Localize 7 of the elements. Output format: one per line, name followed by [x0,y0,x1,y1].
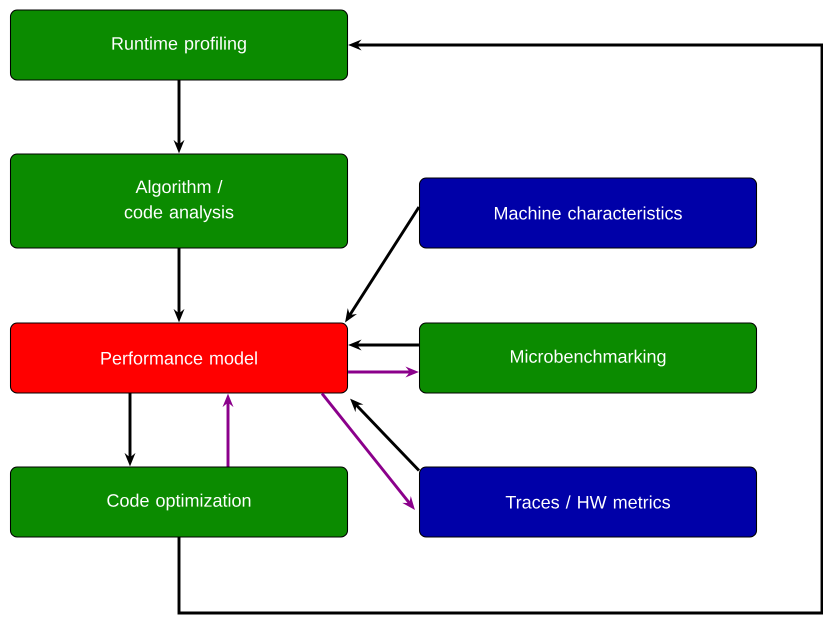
process-box: Code optimization [10,466,348,538]
process-box: Machine characteristics [418,177,758,249]
process-box: Runtime profiling [10,9,348,81]
process-box: Performance model [10,322,348,394]
process-box: Algorithm / code analysis [10,153,348,249]
process-box: Microbenchmarking [418,322,758,394]
process-box: Traces / HW metrics [418,466,758,538]
